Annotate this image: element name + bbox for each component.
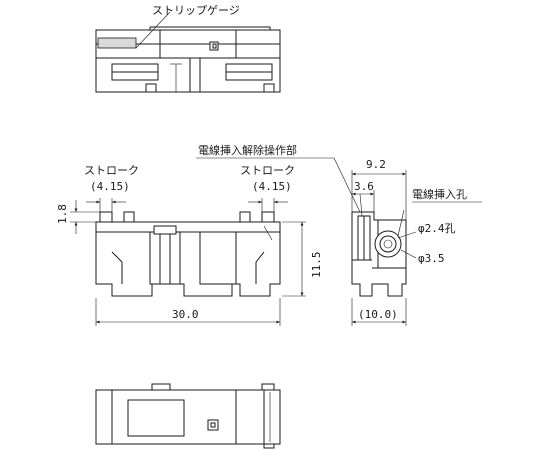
bottom-view	[95, 383, 281, 449]
label-stroke-left-value: (4.15)	[90, 180, 130, 193]
dim-label-height-top: 1.8	[56, 204, 69, 224]
label-wire-hole: 電線挿入孔	[412, 187, 467, 201]
bottom-view-body	[95, 389, 281, 445]
dim-stroke-left	[86, 198, 126, 212]
dim-label-width-total: 30.0	[172, 308, 199, 321]
label-strip-gauge: ストリップゲージ	[152, 4, 240, 17]
dim-label-outer-diameter: φ3.5	[418, 252, 445, 265]
strip-gauge-mark	[97, 37, 137, 49]
label-stroke-left: ストローク	[84, 164, 139, 177]
dim-side-width-top	[351, 170, 407, 220]
dim-height-top	[70, 200, 100, 234]
front-terminal	[149, 231, 181, 285]
dim-label-side-width-top: 9.2	[366, 158, 386, 171]
dim-label-height-total: 11.5	[310, 252, 323, 279]
dim-label-hole-diameter: φ2.4孔	[418, 222, 456, 235]
front-view-body	[95, 221, 281, 297]
dim-label-side-width-inner: 3.6	[354, 180, 374, 193]
top-view	[95, 11, 281, 93]
dim-width-total	[95, 298, 281, 326]
dim-side-width-bottom	[351, 298, 407, 326]
label-release-part: 電線挿入解除操作部	[198, 143, 297, 157]
label-stroke-right-value: (4.15)	[252, 180, 292, 193]
dim-label-side-width-bottom: (10.0)	[358, 308, 398, 321]
dim-height-total	[282, 221, 306, 297]
wire-hole-inner	[379, 235, 397, 253]
bottom-view-window	[127, 399, 185, 437]
side-view	[351, 193, 417, 297]
label-stroke-right: ストローク	[240, 164, 295, 177]
dim-side-width-inner	[352, 190, 375, 212]
front-view	[95, 211, 281, 297]
dim-stroke-right	[248, 198, 288, 212]
